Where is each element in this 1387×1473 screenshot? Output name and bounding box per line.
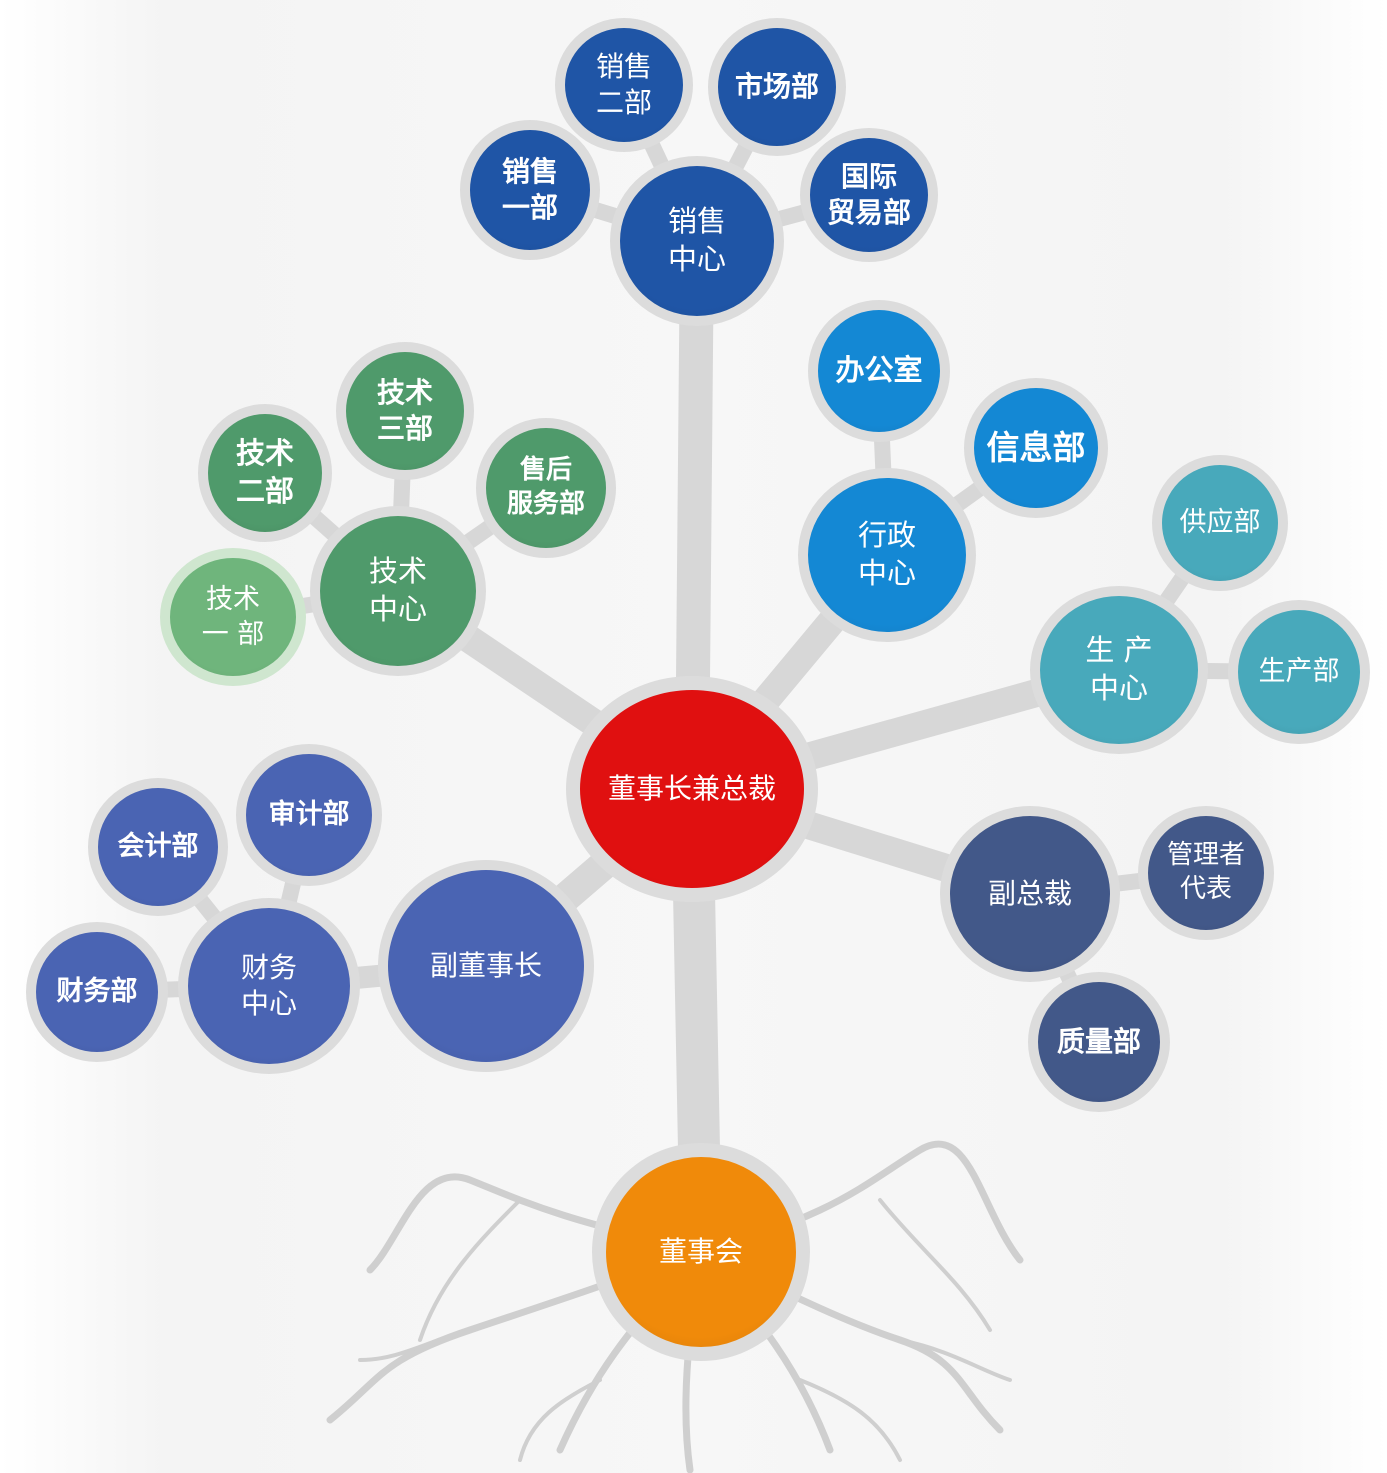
node-audit-label: 审计部 [268, 799, 350, 831]
node-vp-label: 副总裁 [987, 876, 1072, 910]
node-tech-3-label: 技术 三部 [376, 375, 433, 445]
node-marketing: 市场部 [708, 18, 846, 156]
node-prod-center-label: 生 产 中心 [1085, 633, 1153, 705]
node-info: 信息部 [964, 378, 1108, 518]
node-info-label: 信息部 [986, 427, 1086, 467]
root-line [518, 1378, 602, 1462]
root-line [878, 1198, 992, 1332]
node-board-label: 董事会 [658, 1234, 743, 1268]
node-production: 生产部 [1228, 600, 1370, 744]
node-finance-label: 财务部 [56, 976, 138, 1008]
root-line [898, 1338, 1012, 1382]
node-finance: 财务部 [26, 922, 168, 1062]
node-mgmt-rep-label: 管理者 代表 [1166, 840, 1245, 904]
node-sales-center-label: 销售 中心 [667, 204, 726, 276]
node-after-sales: 售后 服务部 [476, 418, 616, 558]
node-vp: 副总裁 [940, 806, 1120, 982]
node-audit: 审计部 [236, 744, 382, 886]
node-sales-1-label: 销售 一部 [501, 154, 558, 224]
node-sales-2: 销售 二部 [555, 18, 693, 152]
node-sales-1: 销售 一部 [460, 120, 600, 260]
node-prod-center: 生 产 中心 [1030, 586, 1208, 754]
node-sales-2-label: 销售 二部 [595, 49, 652, 119]
root-line [418, 1198, 522, 1342]
node-accounting-label: 会计部 [117, 831, 199, 863]
node-tech-2: 技术 二部 [198, 404, 332, 542]
node-office-label: 办公室 [835, 353, 923, 388]
node-quality-label: 质量部 [1056, 1024, 1141, 1058]
node-sales-center: 销售 中心 [610, 156, 784, 326]
node-intl-trade: 国际 贸易部 [800, 128, 938, 262]
node-admin-center: 行政 中心 [798, 468, 976, 642]
node-supply: 供应部 [1152, 455, 1288, 591]
node-chairman-label: 董事长兼总裁 [607, 771, 776, 805]
node-marketing-label: 市场部 [734, 69, 819, 103]
node-tech-center-label: 技术 中心 [368, 554, 427, 626]
node-office: 办公室 [808, 300, 950, 442]
node-intl-trade-label: 国际 贸易部 [826, 159, 911, 229]
node-fin-center-label: 财务 中心 [240, 950, 297, 1020]
node-tech-1: 技术 一 部 [160, 548, 306, 686]
node-vice-chair: 副董事长 [378, 860, 594, 1072]
node-vice-chair-label: 副董事长 [429, 948, 542, 982]
node-quality: 质量部 [1028, 972, 1170, 1112]
node-tech-1-label: 技术 一 部 [201, 583, 265, 650]
node-board: 董事会 [592, 1143, 810, 1361]
node-production-label: 生产部 [1258, 656, 1340, 688]
node-after-sales-label: 售后 服务部 [506, 455, 585, 519]
node-tech-3: 技术 三部 [336, 342, 474, 480]
node-chairman: 董事长兼总裁 [566, 676, 818, 902]
node-admin-center-label: 行政 中心 [857, 518, 916, 590]
node-supply-label: 供应部 [1179, 507, 1261, 539]
root-line [798, 1378, 902, 1462]
node-fin-center: 财务 中心 [178, 898, 360, 1074]
node-tech-2-label: 技术 二部 [235, 436, 294, 508]
node-accounting: 会计部 [88, 778, 228, 916]
node-tech-center: 技术 中心 [310, 506, 486, 676]
node-mgmt-rep: 管理者 代表 [1138, 806, 1274, 940]
root-line [358, 1328, 472, 1362]
